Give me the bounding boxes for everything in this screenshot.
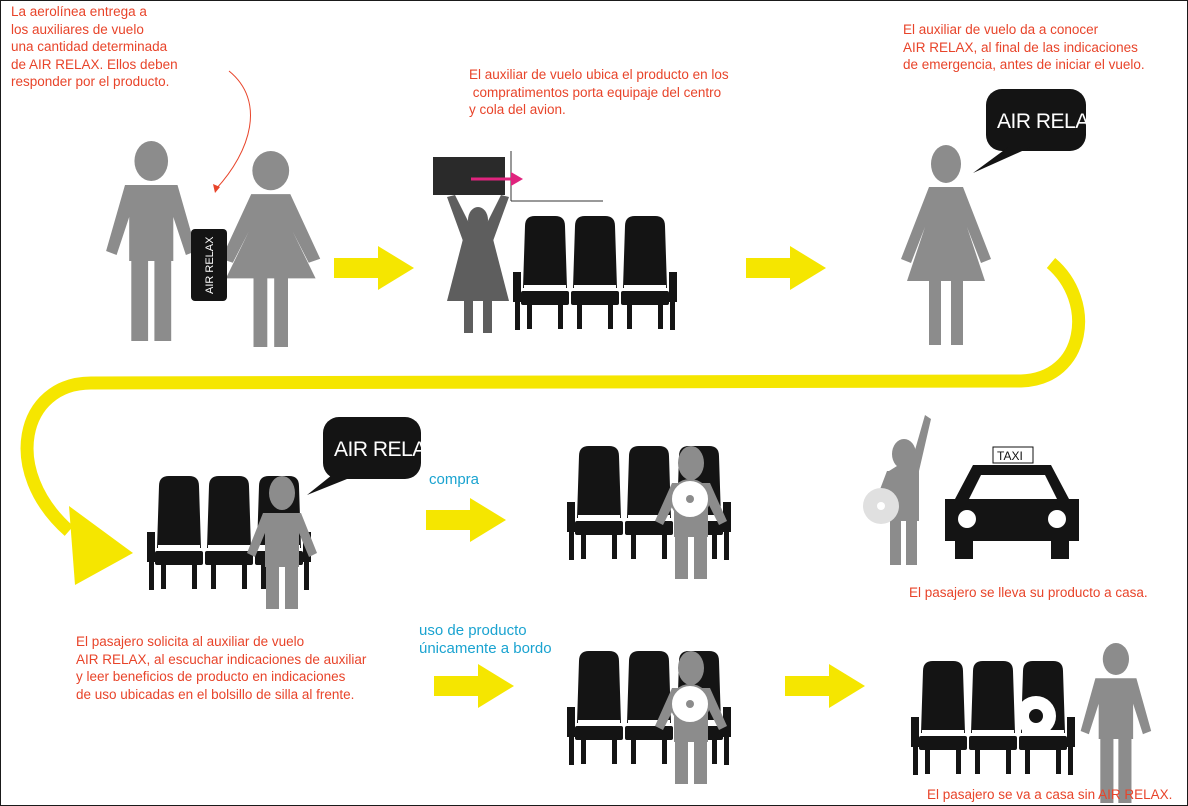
step-airline-delivery-text: La aerolínea entrega a los auxiliares de… — [11, 3, 178, 91]
step-stowage-text: El auxiliar de vuelo ubica el producto e… — [469, 66, 729, 119]
arrow-onboard — [434, 664, 514, 708]
bubble-1-text: AIR RELAX — [997, 110, 1103, 133]
step-leave-without-text: El pasajero se va a casa sin AIR RELAX. — [927, 786, 1172, 804]
arrow-1 — [334, 246, 414, 290]
taxi-sign-text: TAXI — [997, 449, 1023, 463]
bubble-2-text: AIR RELAX — [334, 438, 440, 461]
bag-label: AIR RELAX — [204, 236, 216, 294]
arrow-buy — [426, 498, 506, 542]
attendants-couple-figure: AIR RELAX — [106, 141, 320, 347]
branch-purchase-label: compra — [429, 471, 479, 489]
departing-passenger-figure — [1081, 643, 1152, 803]
taxi-icon: TAXI — [945, 447, 1079, 559]
arrow-return — [785, 664, 865, 708]
seat-row-1 — [513, 216, 677, 330]
passenger-hailing-taxi-figure — [863, 415, 931, 565]
pointer-line — [216, 71, 250, 189]
speech-bubble-2: AIR RELAX — [307, 417, 440, 495]
arrow-2 — [746, 246, 826, 290]
step-request-text: El pasajero solicita al auxiliar de vuel… — [76, 633, 366, 703]
speech-bubble-1: AIR RELAX — [973, 89, 1103, 173]
left-behind-product-icon — [1016, 696, 1056, 736]
step-announcement-text: El auxiliar de vuelo da a conocer AIR RE… — [903, 21, 1145, 74]
step-take-home-text: El pasajero se lleva su producto a casa. — [909, 584, 1148, 602]
connector-arrowhead — [69, 506, 133, 585]
branch-onboard-label: uso de producto únicamente a bordo — [419, 622, 552, 658]
announcing-attendant-figure — [901, 145, 991, 345]
